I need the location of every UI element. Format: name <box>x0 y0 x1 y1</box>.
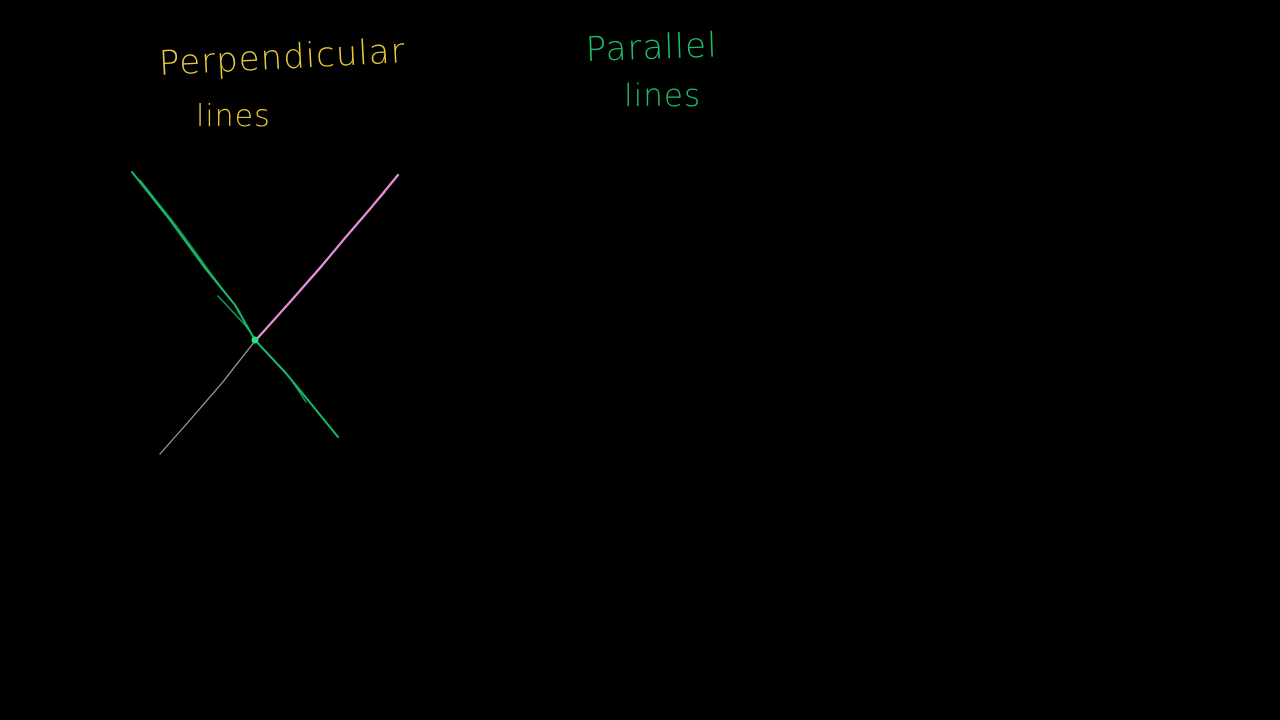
falling-line-sketch-2 <box>217 295 307 403</box>
rising-line-upper-segment-sketch <box>299 191 386 291</box>
rising-line-upper-segment <box>253 173 400 343</box>
perpendicular-heading-line2: lines <box>196 99 271 134</box>
parallel-heading-line2: lines <box>624 78 702 114</box>
falling-line-sketch-1 <box>139 179 241 313</box>
falling-line <box>131 171 339 438</box>
intersection-point <box>251 336 259 344</box>
rising-line-lower-segment <box>159 340 256 455</box>
